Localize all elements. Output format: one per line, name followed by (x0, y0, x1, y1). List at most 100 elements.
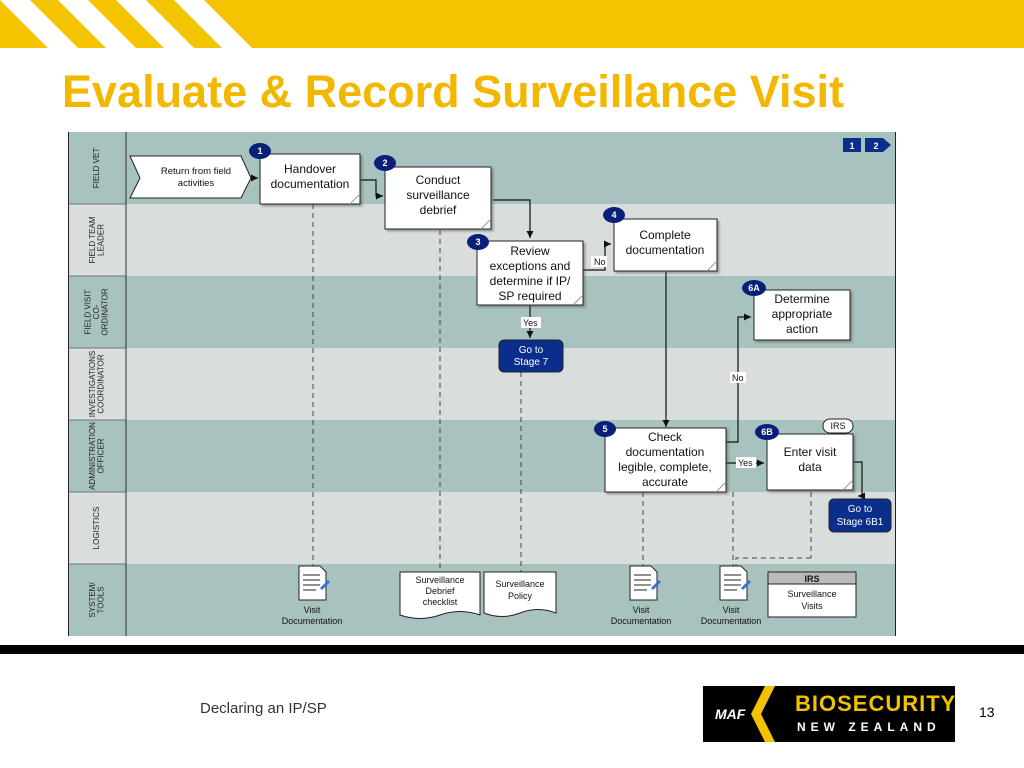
lane-label: FIELD VET (92, 148, 101, 189)
step-6b-badge-text: 6B (761, 427, 773, 437)
page-nav-next-arrow[interactable] (865, 138, 891, 152)
doc-visit-1-line-1: Visit (304, 605, 321, 615)
step-4-line-1: Complete (639, 228, 691, 242)
step-6b-irs-tag-text: IRS (830, 421, 845, 431)
lane-label: FIELD TEAMLEADER (88, 216, 106, 263)
lanes: FIELD VET FIELD TEAMLEADER FIELD VISITCO-O… (68, 132, 896, 636)
lane-band (126, 132, 895, 204)
goto-stage-7-line-1: Go to (519, 345, 544, 356)
step-5-line-2: documentation (626, 445, 705, 459)
doc-debrief-line-2: Debrief (425, 586, 455, 596)
document-icon (298, 565, 330, 601)
step-5-line-1: Check (648, 430, 683, 444)
page-nav[interactable]: 1 2 (843, 138, 891, 152)
logo-biosecurity: BIOSECURITY (795, 691, 957, 716)
lane-label-cell (69, 132, 126, 204)
lane-label: FIELD VISITCO-ORDINATOR (84, 288, 110, 335)
step-6a-line-2: appropriate (772, 307, 833, 321)
step-6b-line-1: Enter visit (784, 445, 837, 459)
start-return-from-field: Return from field activities (129, 155, 252, 199)
step-3-badge (467, 234, 489, 250)
goto-stage-7-line-2: Stage 7 (514, 357, 549, 368)
step-3-line-1: Review (510, 244, 550, 258)
doc-visit-2-line-1: Visit (633, 605, 650, 615)
step-6a-line-1: Determine (774, 292, 830, 306)
doc-surveillance-debrief-checklist: Surveillance Debrief checklist (399, 571, 481, 619)
step-1-handover: Handover documentation 1 (249, 143, 361, 205)
logo-maf: MAF (715, 706, 746, 722)
step-2-badge (374, 155, 396, 171)
step-6b-irs-tag (822, 418, 854, 434)
step-1-badge (249, 143, 271, 159)
lane-label-cell (69, 564, 126, 636)
page-number: 13 (979, 704, 995, 720)
goto-stage-6b1[interactable]: Go to Stage 6B1 (828, 498, 892, 533)
irs-header: IRS (804, 574, 819, 584)
step-3-badge-text: 3 (475, 237, 480, 247)
header-stripes (0, 0, 252, 48)
step-4-badge (603, 207, 625, 223)
lane-label-cell (69, 276, 126, 348)
goto-stage-6b1-line-2: Stage 6B1 (837, 517, 884, 528)
doc-debrief-line-3: checklist (423, 597, 458, 607)
lane-band (126, 492, 895, 564)
step-5-check: Check documentation legible, complete, a… (594, 421, 727, 493)
step-5-badge (594, 421, 616, 437)
page-nav-current-text: 1 (849, 141, 854, 151)
doc-policy-line-1: Surveillance (495, 579, 544, 589)
start-line-1: Return from field (161, 166, 231, 177)
step-2-debrief: Conduct surveillance debrief 2 (374, 155, 492, 230)
step-6b-badge (755, 424, 779, 440)
step-5-line-3: legible, complete, (618, 460, 711, 474)
step-5-badge-text: 5 (602, 424, 607, 434)
irs-line-2: Visits (801, 601, 823, 611)
doc-visit-3-line-1: Visit (723, 605, 740, 615)
yes-label-bg-1 (521, 317, 541, 328)
footer-text: Declaring an IP/SP (200, 700, 327, 717)
no-label-2: No (732, 373, 744, 383)
step-4-complete: Complete documentation 4 (603, 207, 718, 272)
step-2-line-3: debrief (420, 203, 457, 217)
step-1-badge-text: 1 (257, 146, 262, 156)
lane-label-cell (69, 348, 126, 420)
step-2-line-1: Conduct (416, 173, 461, 187)
doc-visit-2-line-2: Documentation (611, 616, 672, 626)
slide-title: Evaluate & Record Surveillance Visit (62, 66, 845, 117)
step-4-badge-text: 4 (611, 210, 616, 220)
yes-label-2: Yes (738, 458, 753, 468)
doc-visit-1-line-2: Documentation (282, 616, 343, 626)
lane-label: ADMINISTRATIONOFFICER (88, 422, 106, 490)
lane-label-cell (69, 492, 126, 564)
page-nav-next-text: 2 (873, 141, 878, 151)
goto-stage-7[interactable]: Go to Stage 7 (498, 339, 564, 373)
doc-visit-3-line-2: Documentation (701, 616, 762, 626)
doc-surveillance-policy: Surveillance Policy (483, 571, 557, 617)
footer-bar (0, 645, 1024, 654)
logo-new-zealand: NEW ZEALAND (797, 720, 941, 734)
doc-visit-documentation-2: Visit Documentation (611, 565, 672, 626)
lane-label-cell (69, 420, 126, 492)
doc-visit-documentation-3: Visit Documentation (701, 565, 762, 626)
doc-visit-documentation-1: Visit Documentation (282, 565, 343, 626)
step-2-line-2: surveillance (406, 188, 470, 202)
lane-label: SYSTEM/TOOLS (88, 582, 106, 618)
swimlane-diagram: FIELD VET FIELD TEAMLEADER FIELD VISITCO-O… (68, 132, 896, 636)
step-3-line-2: exceptions and (490, 259, 571, 273)
yes-label-bg-2 (736, 457, 756, 468)
step-3-line-4: SP required (498, 289, 561, 303)
biosecurity-logo: MAF BIOSECURITY NEW ZEALAND (703, 686, 955, 742)
start-line-2: activities (178, 178, 215, 189)
lane-label-cell (69, 204, 126, 276)
page-nav-current[interactable] (843, 138, 861, 152)
step-4-line-2: documentation (626, 243, 705, 257)
step-3-line-3: determine if IP/ (490, 274, 571, 288)
step-1-line-1: Handover (284, 162, 336, 176)
step-3-review: Review exceptions and determine if IP/ S… (467, 234, 584, 306)
step-6a-badge-text: 6A (748, 283, 760, 293)
irs-line-1: Surveillance (787, 589, 836, 599)
document-icon (719, 565, 751, 601)
no-label-bg-2 (730, 372, 746, 383)
irs-surveillance-visits: IRS Surveillance Visits (767, 571, 857, 618)
step-6a-badge (742, 280, 766, 296)
step-2-badge-text: 2 (382, 158, 387, 168)
